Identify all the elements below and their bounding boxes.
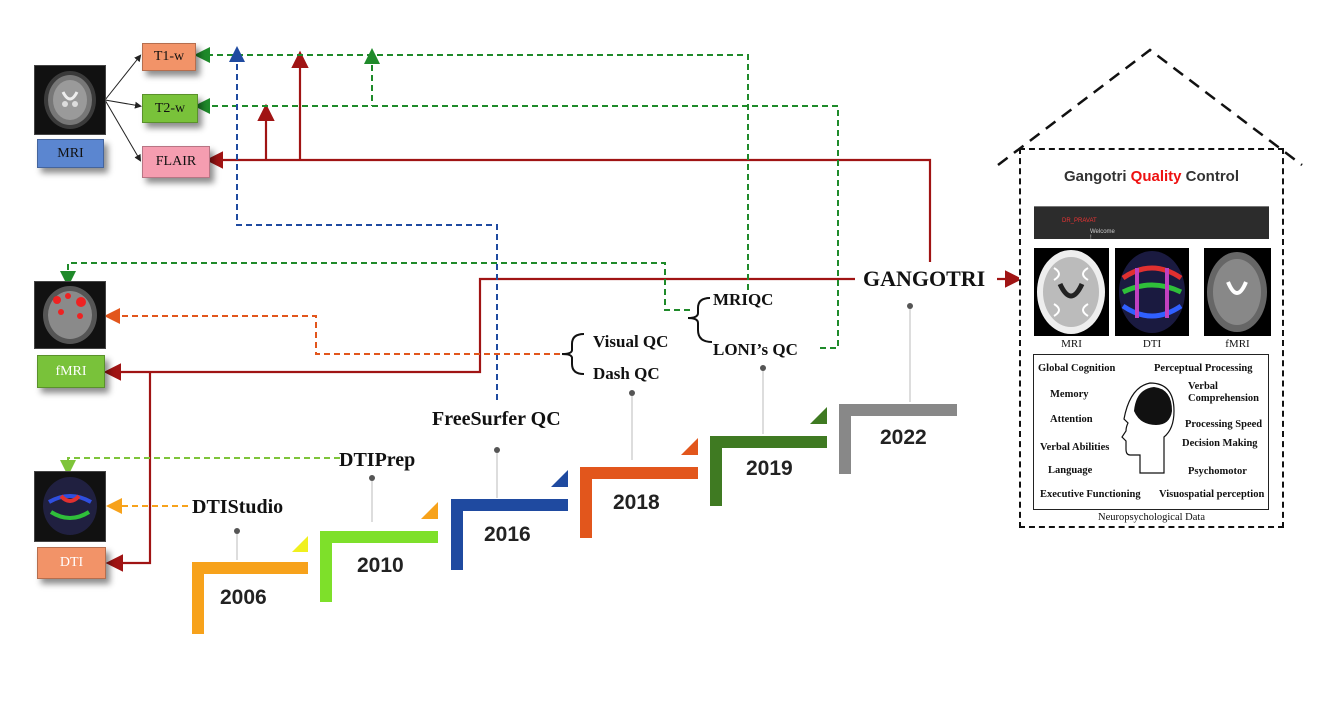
neuro-memory: Memory (1050, 389, 1089, 400)
dti-label-box: DTI (37, 547, 106, 579)
orange-dashed-line (104, 308, 560, 355)
year-2016: 2016 (484, 523, 531, 546)
neuro-executive-functioning: Executive Functioning (1040, 489, 1141, 500)
brain-mri-thumbnail (34, 65, 106, 135)
tool-visual-qc: Visual QC (593, 332, 669, 351)
gqc-label-fmri: fMRI (1225, 338, 1250, 350)
neuro-language: Language (1048, 465, 1093, 476)
gqc-label-mri: MRI (1061, 338, 1082, 350)
gqc-mri-image (1034, 248, 1109, 336)
gangotri-panel: Gangotri Quality Control Welcome ! DR_PR… (1019, 148, 1284, 528)
neuro-verbal-comprehension: Verbal Comprehension (1188, 381, 1259, 404)
gqc-fmri-image (1204, 248, 1271, 336)
year-2018: 2018 (613, 491, 660, 514)
year-2006: 2006 (220, 586, 267, 609)
green-dashed-lines (60, 47, 839, 349)
flair-box: FLAIR (142, 146, 210, 178)
year-2022: 2022 (880, 426, 927, 449)
neuro-attention: Attention (1050, 414, 1093, 425)
mri-label-box: MRI (37, 139, 104, 168)
gqc-welcome-bar: Welcome ! DR_PRAVAT (1034, 206, 1269, 241)
step-2018 (580, 438, 698, 538)
neuro-perceptual-processing: Perceptual Processing (1154, 363, 1253, 374)
tool-dtiprep: DTIPrep (339, 449, 416, 471)
blue-dashed-line (229, 46, 498, 400)
house-roof-icon (997, 48, 1303, 166)
neuropsych-caption: Neuropsychological Data (1097, 512, 1205, 523)
step-2010 (320, 502, 438, 602)
neuro-verbal-abilities: Verbal Abilities (1040, 442, 1110, 453)
timeline-steps (192, 404, 957, 634)
head-silhouette-icon (1121, 382, 1175, 474)
tool-dash-qc: Dash QC (593, 364, 660, 383)
gqc-label-dti: DTI (1142, 338, 1162, 350)
step-2019 (710, 407, 827, 506)
step-2016 (451, 470, 568, 570)
gqc-dti-image (1115, 248, 1189, 336)
neuropsych-box: Global Cognition Perceptual Processing M… (1033, 354, 1269, 510)
neuro-visuospatial-perception: Visuospatial perception (1159, 489, 1265, 500)
braces (561, 297, 713, 375)
step-2006 (192, 536, 308, 634)
gqc-title: Gangotri Quality Control (1063, 168, 1240, 185)
neuro-psychomotor: Psychomotor (1188, 466, 1247, 477)
tool-gangotri: GANGOTRI (863, 266, 986, 291)
tool-mriqc: MRIQC (713, 290, 774, 309)
fmri-label-box: fMRI (37, 355, 105, 388)
year-2010: 2010 (357, 554, 404, 577)
timeline-dots (234, 303, 913, 534)
tool-dtistudio: DTIStudio (192, 496, 284, 518)
tool-freesurfer-qc: FreeSurfer QC (432, 408, 561, 430)
welcome-text: Welcome ! (1090, 229, 1115, 241)
fmri-activation-thumbnail (34, 281, 106, 349)
lightgreen-dashed-line (60, 457, 340, 476)
t2w-box: T2-w (142, 94, 198, 123)
step-2022 (839, 404, 957, 474)
tool-lonis-qc: LONI’s QC (713, 340, 798, 359)
year-2019: 2019 (746, 457, 793, 480)
timeline-leaders (236, 306, 911, 560)
gangotri-red-lines (103, 50, 1023, 572)
mri-fanout-arrows (104, 54, 142, 162)
welcome-user: DR_PRAVAT (1062, 218, 1097, 224)
dti-tractography-thumbnail (34, 471, 106, 542)
neuro-processing-speed: Processing Speed (1185, 419, 1263, 430)
t1w-box: T1-w (142, 43, 196, 71)
neuro-global-cognition: Global Cognition (1038, 363, 1116, 374)
neuro-decision-making: Decision Making (1182, 438, 1258, 449)
